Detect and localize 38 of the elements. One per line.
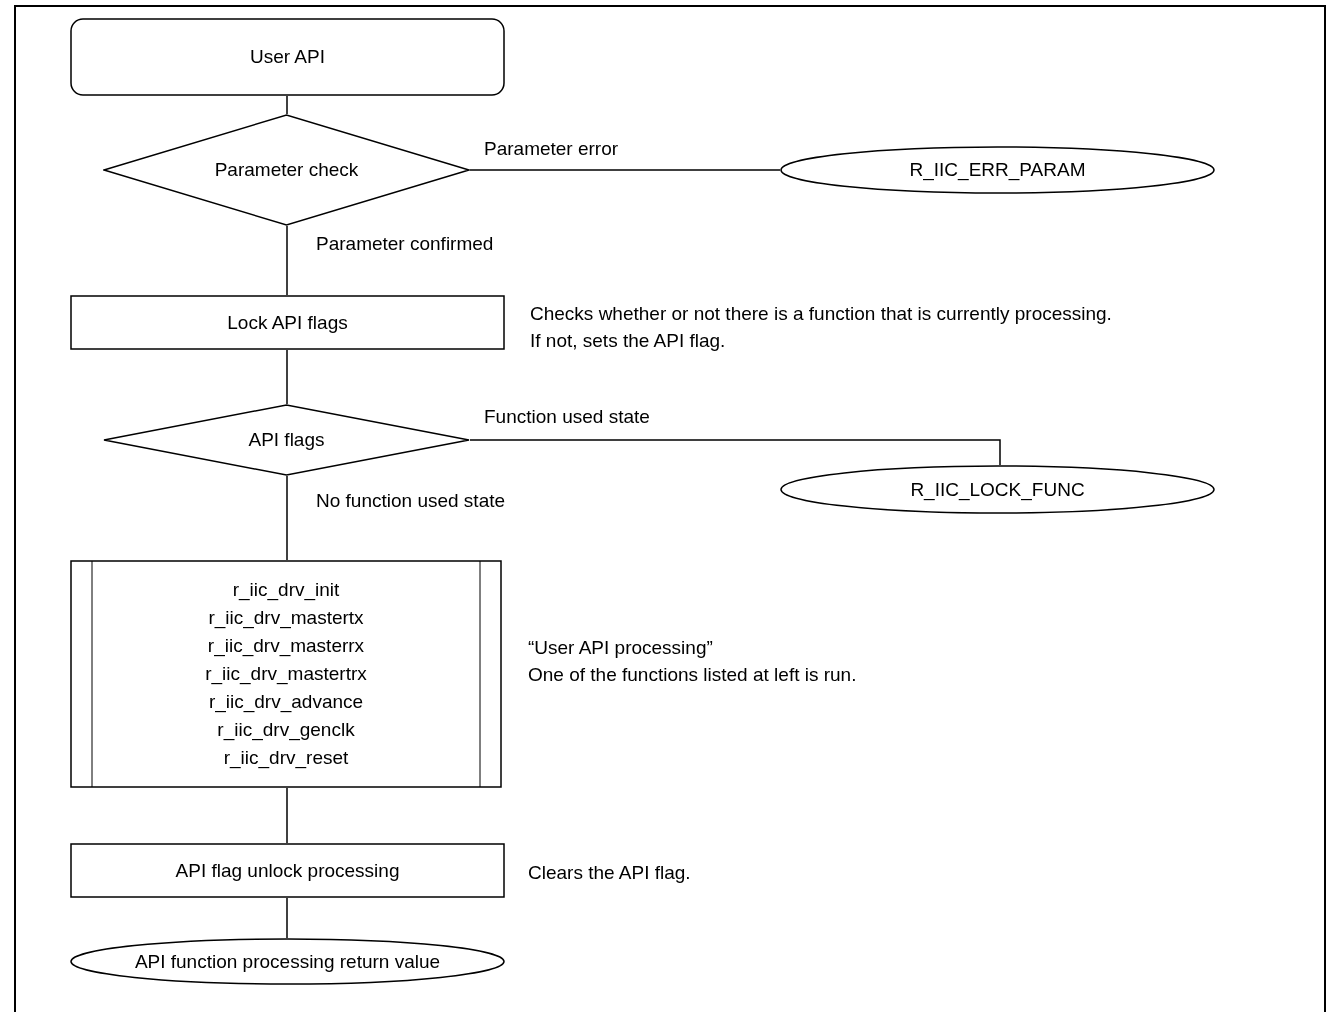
decision-diamond [103,114,470,226]
function-name: r_iic_drv_init [232,578,340,603]
function-name: r_iic_drv_genclk [217,718,355,743]
note-text: One of the functions listed at left is run. [528,663,858,687]
edge-label: Parameter confirmed [316,232,494,256]
process-box [70,295,505,350]
connector-line [286,349,288,405]
node-label: R_IIC_LOCK_FUNC [910,477,1085,502]
connector-line [286,787,288,844]
note-text: Clears the API flag. [528,861,692,885]
note-text: “User API processing” [528,636,714,660]
edge-label: No function used state [316,489,506,513]
connector-line [469,439,1001,466]
function-name: r_iic_drv_masterrx [207,634,365,659]
node-label: API function processing return value [134,949,441,974]
connector-line [286,95,288,115]
edge-label: Parameter error [484,137,619,161]
connector-line [469,169,781,171]
edge-label: Function used state [484,405,650,429]
start-box [70,18,505,96]
function-name: r_iic_drv_reset [223,746,349,771]
connector-line [286,897,288,939]
node-label: API flag unlock processing [175,858,400,883]
function-name: r_iic_drv_advance [208,690,364,715]
decision-diamond [103,404,470,476]
note-text: Checks whether or not there is a function that is currently processing. [530,302,1113,326]
node-label: Parameter check [214,158,359,182]
node-label: Lock API flags [227,310,348,335]
connector-line [286,475,288,561]
node-label: User API [250,45,325,69]
node-label: API flags [248,428,325,452]
node-label: R_IIC_ERR_PARAM [909,158,1086,182]
subroutine-box [70,560,502,788]
connector-line [286,225,288,296]
function-name: r_iic_drv_mastertx [208,606,364,631]
note-text: If not, sets the API flag. [530,329,727,353]
process-box [70,843,505,898]
function-name: r_iic_drv_mastertrx [205,662,367,687]
